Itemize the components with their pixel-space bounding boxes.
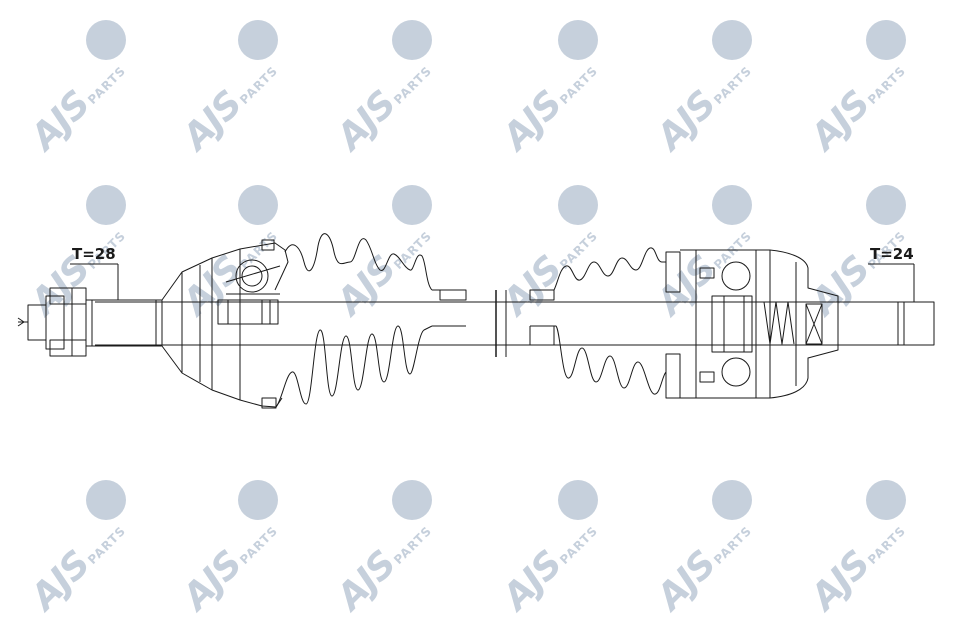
central-shaft xyxy=(95,290,900,357)
inner-boot xyxy=(529,247,667,395)
inner-tripod-joint xyxy=(665,249,839,399)
left-spline-count-label: T=28 xyxy=(72,245,116,263)
outer-cv-joint xyxy=(161,239,289,409)
outer-boot xyxy=(275,233,467,408)
right-spline-shaft xyxy=(837,301,935,346)
right-spline-count-label: T=24 xyxy=(870,245,914,263)
left-hub-nut xyxy=(17,287,163,357)
callout-leaders xyxy=(70,263,915,302)
